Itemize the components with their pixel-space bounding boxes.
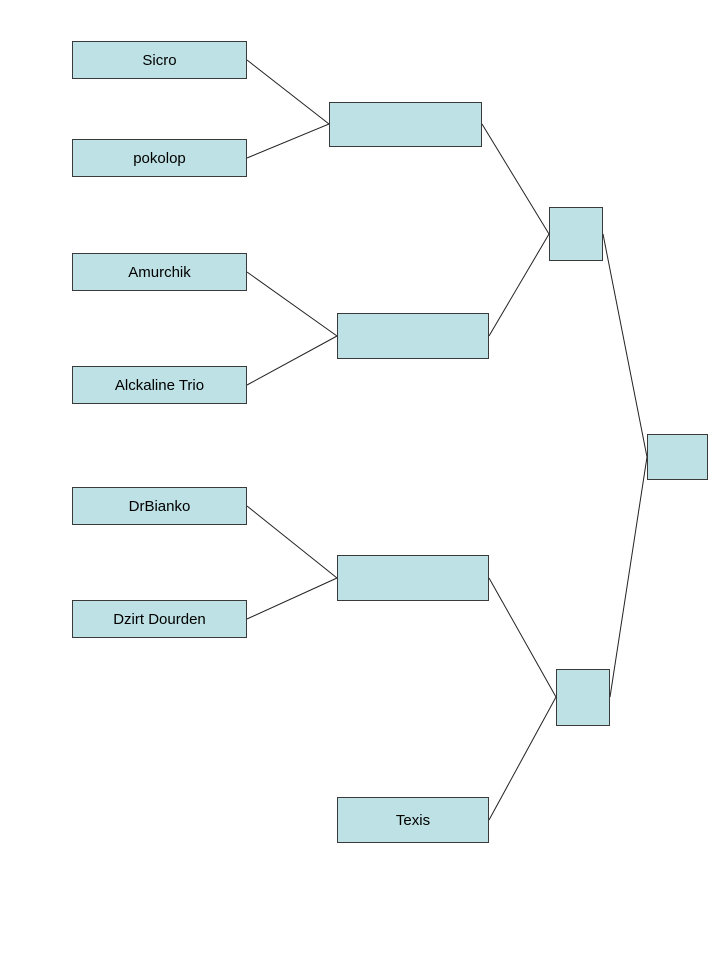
- bracket-slot-pokolop: pokolop: [72, 139, 247, 177]
- bracket-slot-sicro: Sicro: [72, 41, 247, 79]
- connector-alckaline-trio: [246, 335, 338, 386]
- bracket-slot-drbianko: DrBianko: [72, 487, 247, 525]
- connector-r2-1: [481, 123, 550, 235]
- connector-drbianko: [246, 505, 338, 579]
- bracket-slot-amurchik: Amurchik: [72, 253, 247, 291]
- bracket-slot-dzirt-dourden: Dzirt Dourden: [72, 600, 247, 638]
- player-name: DrBianko: [128, 497, 191, 515]
- player-name: Amurchik: [128, 263, 191, 281]
- bracket-slot-alckaline-trio: Alckaline Trio: [72, 366, 247, 404]
- bracket-slot-texis: Texis: [337, 797, 489, 843]
- bracket-slot-round3-1: [549, 207, 603, 261]
- player-name: Texis: [395, 811, 431, 829]
- connector-r3-2: [609, 456, 648, 698]
- bracket-slot-round3-2: [556, 669, 610, 726]
- player-name: Sicro: [142, 51, 177, 69]
- bracket-slot-final: [647, 434, 708, 480]
- connector-texis: [488, 696, 557, 821]
- connector-sicro: [246, 59, 330, 125]
- connector-dzirt-dourden: [246, 577, 338, 620]
- connector-pokolop: [246, 123, 330, 159]
- player-name: pokolop: [133, 149, 186, 167]
- bracket-slot-round2-1: [329, 102, 482, 147]
- connector-r2-3: [488, 577, 557, 698]
- bracket-slot-round2-2: [337, 313, 489, 359]
- player-name: Dzirt Dourden: [113, 610, 206, 628]
- bracket-slot-round2-3: [337, 555, 489, 601]
- player-name: Alckaline Trio: [114, 376, 205, 394]
- connector-r3-1: [602, 233, 648, 458]
- connector-r2-2: [488, 233, 550, 337]
- connector-amurchik: [246, 271, 338, 337]
